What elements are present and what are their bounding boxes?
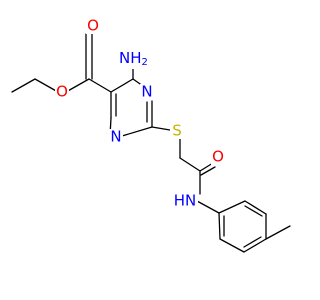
atom-label-s-thio: S [172,122,182,140]
atom-o-ether: O [55,83,69,101]
atom-label-o-amide: O [212,148,224,166]
bond-ethyl-ch3-ch2 [11,78,36,93]
atom-label-o-carbonyl-ester: O [87,17,99,35]
bond-tol-c4-ch3 [265,225,291,240]
bond-ring-c5-c4 [110,78,134,93]
atom-label-nh2: NH2 [119,49,148,69]
bonds-layer [11,33,291,253]
bond-ethyl-ch2-o [34,78,59,93]
bond-tol-c2-c3 [244,200,267,215]
atom-label-nh2-main: NH [119,49,142,67]
atom-s-thio: S [170,122,184,140]
bond-c-amide-o-b [200,166,216,176]
atom-o-carbonyl-ester: O [86,17,100,35]
atom-nh-amide: HN [172,192,198,210]
molecule-structure-diagram: O NH2 O N N S O HN [11,17,291,253]
bond-nh-aryl [196,200,220,214]
bond-tol-inner-2 [243,236,262,248]
atom-label-nh2-subscript: 2 [142,57,148,68]
bond-tol-c4-c5 [243,238,267,253]
bond-ch2-c-amide [179,157,201,172]
atom-label-n-ring-1: N [141,83,152,101]
bond-tol-c1-c2 [218,200,246,214]
atom-o-amide: O [211,148,225,166]
atom-n-ring-2: N [109,128,123,146]
atom-label-o-ether: O [56,83,68,101]
bond-o-carbonyl-c [65,78,90,93]
atom-label-nh-amide: HN [174,192,197,210]
atom-labels-layer: O NH2 O N N S O HN [55,17,225,210]
atom-label-n-ring-2: N [110,128,121,146]
bond-tol-c6-c1 [218,212,221,240]
atom-n-ring-1: N [140,83,154,101]
bond-tol-inner-1 [244,205,263,217]
atom-nh2: NH2 [117,49,155,69]
bond-c2-s [151,126,171,131]
bond-ring-c2-n1 [121,126,153,137]
bond-tol-c5-c6 [219,238,245,253]
bond-carbonyl-c-ring-c5 [88,78,112,93]
bond-c-amide-o-a [199,162,214,172]
